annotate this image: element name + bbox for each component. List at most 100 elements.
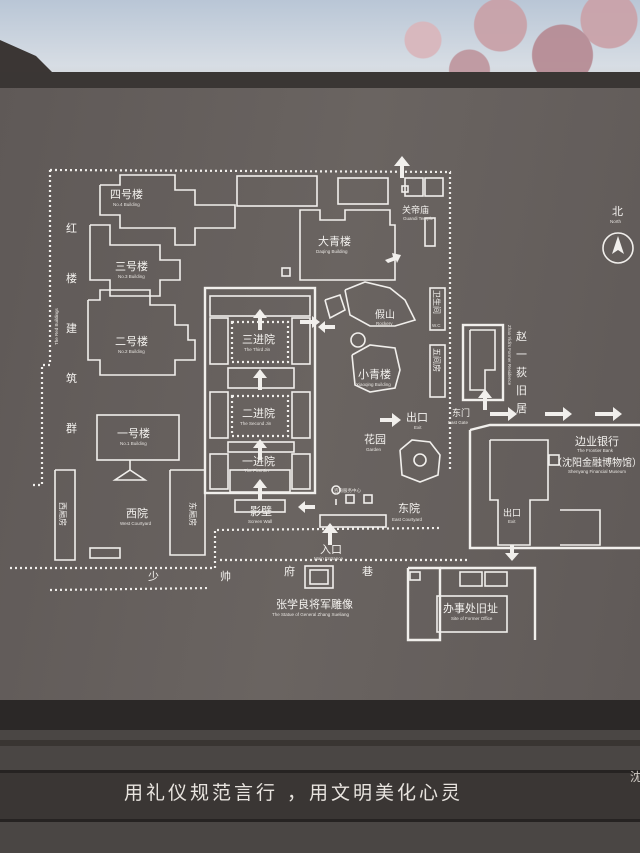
facility-icons <box>281 185 634 581</box>
direction-arrow-icon <box>490 407 517 421</box>
wc-label: 卫生间 <box>432 290 442 314</box>
five-rooms-label: 五间房 <box>432 348 442 372</box>
former-office-label-en: Site of Former Office <box>451 616 493 621</box>
guandi-label: 关帝庙 <box>402 204 429 216</box>
main-entrance-label-en: Main Entrance <box>314 556 344 561</box>
red-buildings-char-1: 红 <box>66 222 77 235</box>
direction-arrow-icon <box>318 321 335 333</box>
camera-icon <box>409 571 421 581</box>
main-entrance-label: 入口 <box>320 543 342 556</box>
third-jin-label-en: The Third Jin <box>244 347 271 352</box>
west-courtyard-label-en: West Courtyard <box>120 521 152 526</box>
info-icon <box>331 485 341 505</box>
direction-arrow-icon <box>298 501 315 513</box>
map-labels: 北 North 四号楼 No.4 Building 三号楼 No.3 Build… <box>54 187 640 621</box>
garden-label-en: Garden <box>366 447 382 452</box>
north-compass-icon <box>602 232 634 264</box>
frame-bottom-rail <box>0 700 640 730</box>
financial-museum-label-en: Shenyang Financial Museum <box>568 469 626 474</box>
direction-arrow-icon <box>253 439 267 460</box>
zhao-yidi-char-2: 一 <box>516 348 527 361</box>
building1-label-en: No.1 Building <box>120 441 147 446</box>
bank-exit-label: 出口 <box>503 507 521 519</box>
rockery-label-en: Rockery <box>376 321 393 326</box>
east-gate-label: 东门 <box>452 407 470 419</box>
building1-label: 一号楼 <box>117 426 150 440</box>
exit-label-en: Exit <box>414 425 422 430</box>
frontier-bank-label: 边业银行 <box>575 434 619 448</box>
zhao-yidi-char-1: 赵 <box>516 329 527 343</box>
building4-label: 四号楼 <box>110 187 143 201</box>
former-office-label: 办事处旧址 <box>443 601 498 615</box>
financial-museum-label: （沈阳金融博物馆） <box>552 456 640 469</box>
garden-label: 花园 <box>364 433 386 446</box>
xiaoqing-label-en: Xiaoqing Building <box>356 382 391 387</box>
zhao-yidi-char-4: 旧 <box>516 384 527 397</box>
red-buildings-char-4: 筑 <box>66 371 77 385</box>
direction-arrow-icon <box>380 413 401 427</box>
building2-label-en: No.2 Building <box>118 349 145 354</box>
garden-area <box>299 177 446 483</box>
route-arrows <box>253 156 622 561</box>
second-jin-label: 二进院 <box>242 406 275 420</box>
frontier-bank-label-en: The Frontier Bank <box>577 448 614 453</box>
building3-label: 三号楼 <box>115 259 148 273</box>
statue-label-en: The Statue of General Zhang Xueliang <box>272 612 350 617</box>
direction-arrow-icon <box>300 316 320 328</box>
direction-arrow-icon <box>253 309 267 330</box>
building4-label-en: No.4 Building <box>113 202 140 207</box>
north-label-en: North <box>610 219 622 224</box>
exit-label: 出口 <box>406 410 428 424</box>
guandi-label-en: Guandi Temple <box>403 216 434 221</box>
top-buildings <box>54 174 389 561</box>
slogan-text: 用礼仪规范言行 ，用文明美化心灵 <box>124 782 464 804</box>
direction-arrow-icon <box>478 389 492 410</box>
direction-arrow-icon <box>545 407 572 421</box>
zhao-yidi-char-5: 居 <box>516 402 527 415</box>
west-wing-label: 西厢房 <box>58 502 68 526</box>
west-courtyard-label: 西院 <box>126 506 148 520</box>
slogan-banner <box>0 770 640 822</box>
third-jin-label: 三进院 <box>242 332 275 346</box>
second-jin-label-en: The Second Jin <box>240 421 272 426</box>
red-buildings-label-en: The Red Buildings <box>54 307 59 345</box>
building2-label: 二号楼 <box>115 334 148 348</box>
direction-arrow-icon <box>385 253 401 263</box>
red-buildings-char-5: 群 <box>66 421 77 435</box>
bank-exit-label-en: Exit <box>508 519 516 524</box>
east-courtyard-label: 东院 <box>398 501 420 515</box>
wc-label-en: W.C <box>432 323 441 328</box>
direction-arrow-icon <box>505 545 519 561</box>
direction-arrow-icon <box>394 156 410 178</box>
statue-label: 张学良将军雕像 <box>276 597 353 611</box>
first-jin-label-en: The First Jin <box>244 468 269 473</box>
street-char-3: 府 <box>284 564 295 578</box>
street-char-2: 帅 <box>220 570 231 583</box>
red-buildings-char-2: 楼 <box>66 271 77 285</box>
rockery-label: 假山 <box>375 308 395 321</box>
service-center-label: 咨询服务中心 <box>334 487 361 494</box>
direction-arrow-icon <box>322 523 338 545</box>
first-jin-label: 一进院 <box>242 454 275 468</box>
north-label: 北 <box>612 205 623 218</box>
direction-arrow-icon <box>253 369 267 390</box>
building3-label-en: No.3 Building <box>118 274 145 279</box>
screen-wall-label-en: Screen Wall <box>248 519 272 524</box>
zhao-yidi-char-3: 荻 <box>516 366 527 379</box>
east-courtyard-label-en: East Courtyard <box>392 517 423 522</box>
accessible-icon <box>345 494 355 504</box>
toilet-icon <box>363 494 373 504</box>
screen-wall-label: 影壁 <box>250 504 272 518</box>
zhao-yidi-label-en: Zhao Yidi's Former Residence <box>507 325 512 386</box>
east-gate-label-en: East Gate <box>448 420 469 425</box>
daqing-label: 大青楼 <box>318 234 351 248</box>
slogan-edge-text: 沈 <box>630 770 640 784</box>
red-buildings-char-3: 建 <box>66 321 77 335</box>
map-board <box>0 88 640 700</box>
street-char-1: 少 <box>148 570 159 583</box>
east-wing-label: 东厢房 <box>188 502 198 526</box>
daqing-label-en: Daqing Building <box>316 249 348 254</box>
street-char-4: 巷 <box>362 565 373 578</box>
site-boundary <box>10 168 470 592</box>
